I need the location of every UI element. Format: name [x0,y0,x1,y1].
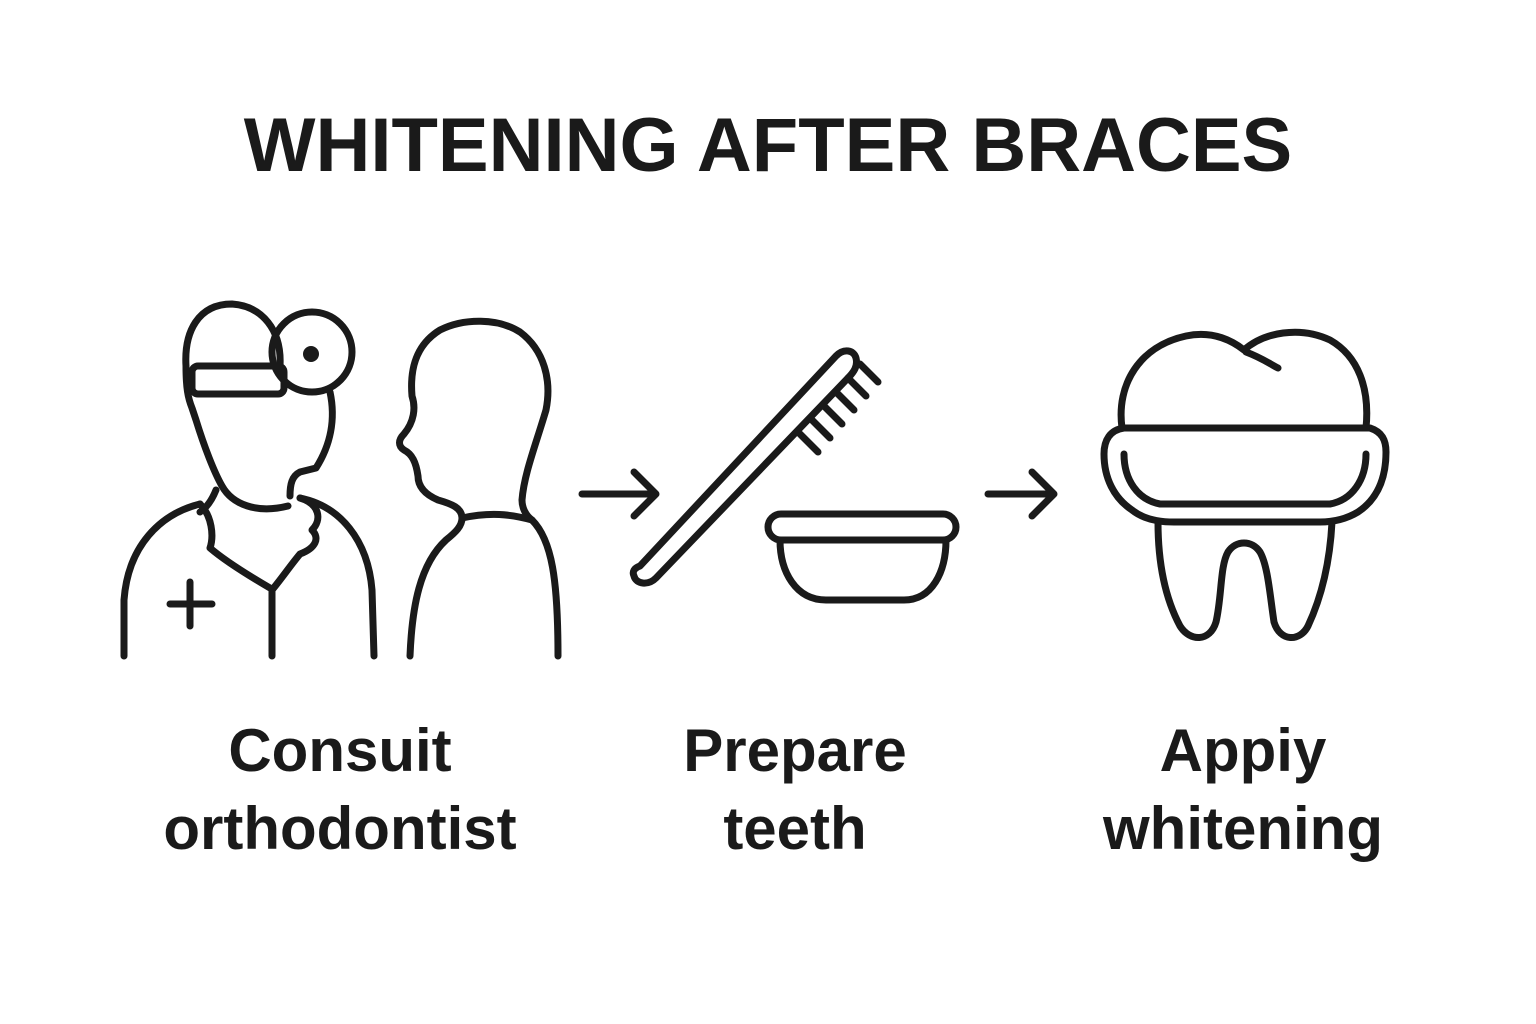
head-mirror-center [303,346,319,362]
step-2-line-2: teeth [723,795,867,862]
step-2-line-1: Prepare [683,717,907,784]
step-1-line-1: Consuit [228,717,452,784]
toothbrush-icon [629,347,882,587]
step-label-consult: Consuit orthodontist [90,712,590,868]
arrow-right-icon [578,468,660,520]
medical-cross [166,578,216,630]
diagram-title: WHITENING AFTER BRACES [243,103,1293,188]
tooth-whitening-tray-icon [1100,328,1390,641]
step-1-line-2: orthodontist [163,795,517,862]
step-label-prepare: Prepare teeth [545,712,1045,868]
step-3-line-2: whitening [1103,795,1383,862]
step-3-line-1: Appiy [1159,717,1327,784]
arrow-right-icon [984,468,1058,520]
dentist-icon [120,300,378,660]
step-label-apply: Appiy whitening [993,712,1493,868]
bowl-icon [764,510,960,604]
patient-icon [396,317,562,660]
